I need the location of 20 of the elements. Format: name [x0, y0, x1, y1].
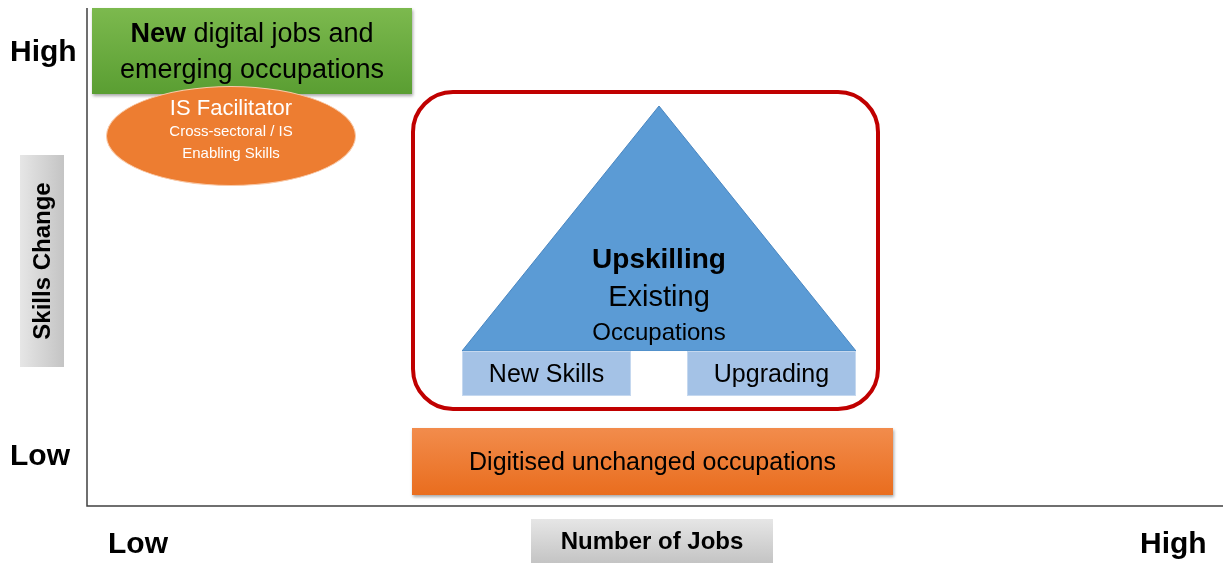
axis-level-label: High [10, 34, 77, 68]
category-box [92, 8, 412, 94]
node-label: Upgrading [713, 359, 830, 388]
category-box [412, 428, 893, 495]
axis-level-label: High [1140, 526, 1207, 560]
node-label: Digitised unchanged occupations [469, 447, 836, 476]
node-label: Existing [608, 279, 710, 315]
node-label: New Skills [488, 359, 605, 388]
skill-box [462, 351, 631, 396]
axis-level-label: Low [10, 438, 70, 472]
node-label: New digital jobs and emerging occupations [118, 16, 386, 86]
node-label: Occupations [592, 316, 726, 347]
node-description: Cross-sectoral / IS Enabling Skills [168, 121, 294, 164]
frame-box [411, 90, 880, 411]
node-label: IS Facilitator [168, 95, 294, 121]
axis-level-label: Low [108, 526, 168, 560]
skill-box [687, 351, 856, 396]
axis-title: Number of Jobs [531, 519, 773, 563]
node-label: Upskilling [592, 242, 726, 277]
axis-title: Skills Change [20, 155, 64, 367]
